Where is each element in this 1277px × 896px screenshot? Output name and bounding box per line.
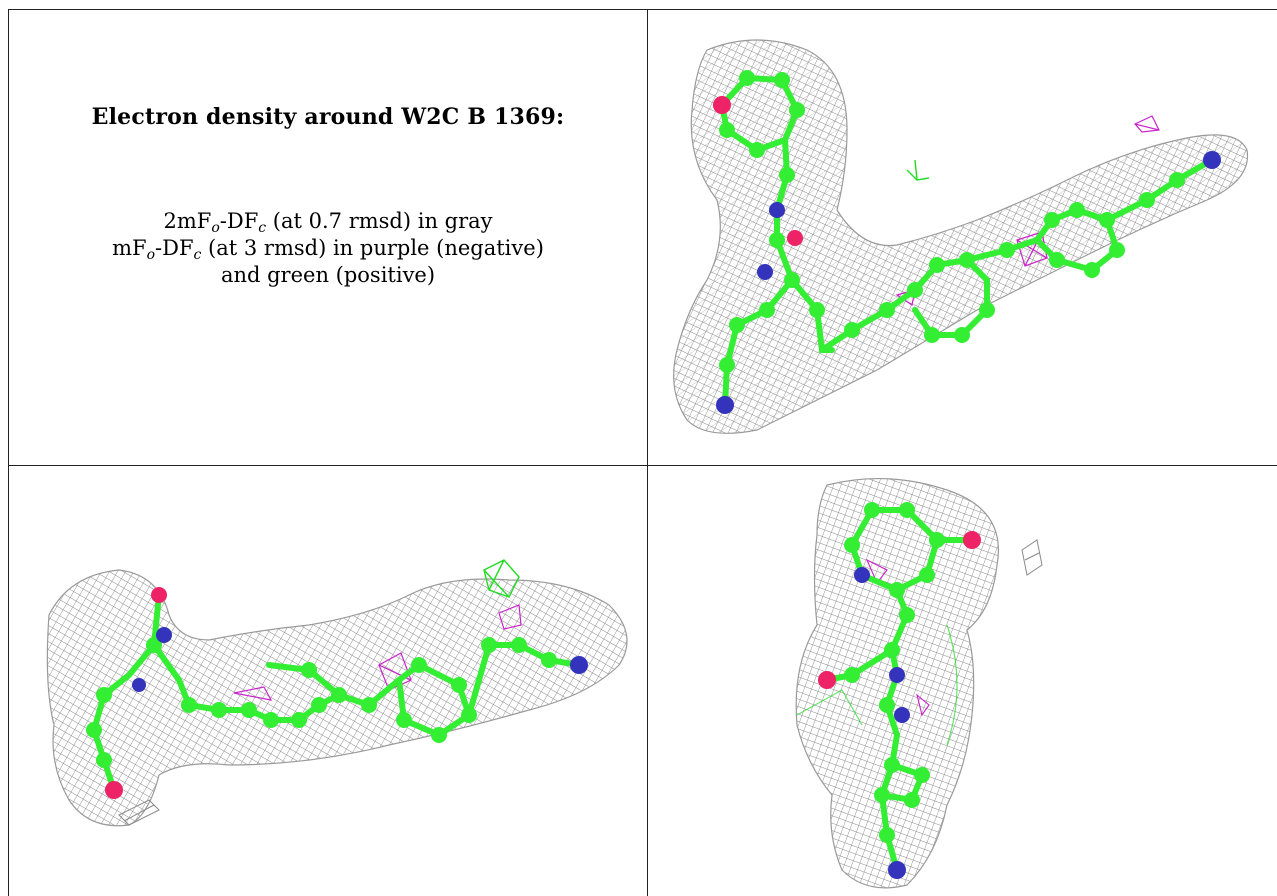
legend-line-2fo-fc: 2mFo-DFc (at 0.7 rmsd) in gray xyxy=(163,209,493,236)
legend-line-continuation: and green (positive) xyxy=(220,263,436,287)
stray-mesh-fragment xyxy=(118,799,160,826)
figure-title: Electron density around W2C B 1369: xyxy=(91,104,565,130)
positive-difference-density xyxy=(906,159,930,181)
caption-cell: Electron density around W2C B 1369: 2mFo… xyxy=(8,9,648,466)
density-view-bottom-left xyxy=(8,465,648,896)
density-view-bottom-right xyxy=(647,465,1277,896)
map-legend: 2mFo-DFc (at 0.7 rmsd) in gray mFo-DFc (… xyxy=(9,208,647,289)
legend-line-fo-fc: mFo-DFc (at 3 rmsd) in purple (negative) xyxy=(112,236,544,263)
negative-difference-density xyxy=(865,558,930,717)
density-render-2 xyxy=(46,559,628,827)
gray-mesh-density xyxy=(673,39,1249,434)
ligand-atoms xyxy=(818,502,981,879)
density-view-top-right xyxy=(647,9,1277,466)
ligand-atoms xyxy=(86,587,588,799)
density-render-1 xyxy=(673,39,1249,434)
ligand-atoms xyxy=(713,70,1221,414)
positive-difference-density xyxy=(483,559,520,598)
positive-difference-density xyxy=(796,624,958,746)
density-render-3 xyxy=(795,477,1043,889)
stray-mesh-fragment xyxy=(1021,539,1043,576)
